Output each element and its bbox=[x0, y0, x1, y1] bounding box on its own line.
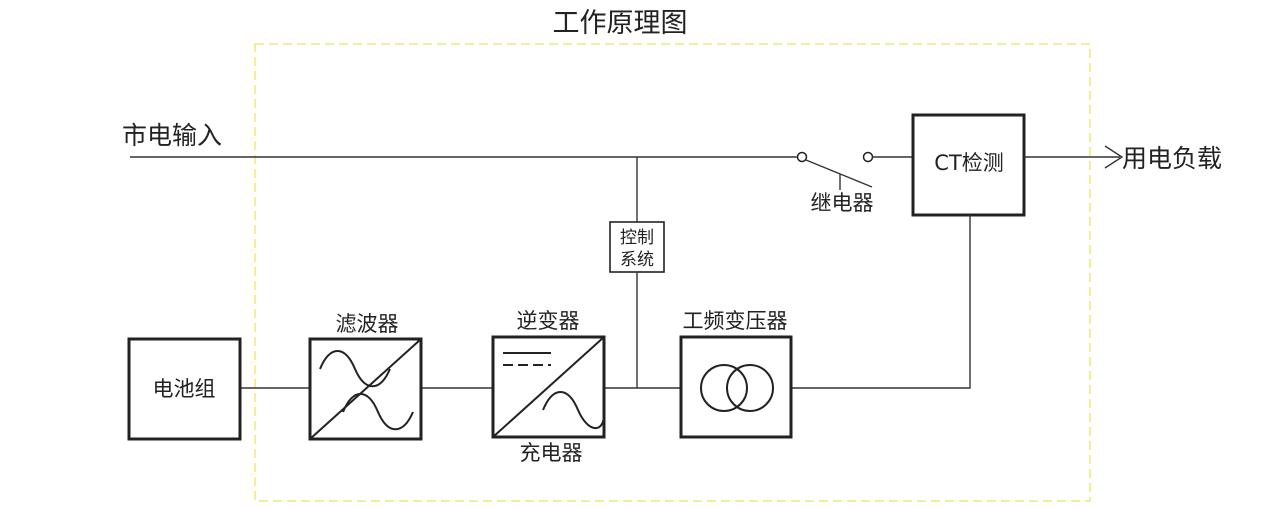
filter-diagonal bbox=[309, 338, 422, 440]
inverter-ac-wave-icon bbox=[542, 391, 605, 429]
battery-box bbox=[127, 337, 242, 441]
load-output-label: 用电负载 bbox=[1122, 144, 1222, 173]
inverter-label: 逆变器 bbox=[517, 309, 580, 333]
diagram-title: 工作原理图 bbox=[553, 8, 688, 39]
relay-label: 继电器 bbox=[811, 191, 874, 215]
filter-ac-wave-top-icon bbox=[319, 350, 391, 388]
inverter-diagonal bbox=[492, 336, 605, 438]
output-arrowhead bbox=[1104, 145, 1124, 169]
ct-detection-label: CT检测 bbox=[934, 151, 1004, 175]
ct-detection-box bbox=[911, 113, 1026, 217]
charger-label: 充电器 bbox=[520, 441, 583, 465]
relay-contact-left bbox=[796, 151, 808, 163]
transformer-box bbox=[679, 335, 793, 439]
control-system-label-1: 控制 bbox=[620, 228, 654, 248]
transformer-to-ct-line bbox=[791, 215, 971, 389]
relay-contact-right bbox=[862, 151, 874, 163]
relay-switch-arm bbox=[805, 159, 873, 188]
mains-input-label: 市电输入 bbox=[122, 121, 222, 150]
control-system-label-2: 系统 bbox=[620, 250, 654, 270]
transformer-label: 工频变压器 bbox=[683, 309, 788, 333]
filter-ac-wave-bottom-icon bbox=[342, 393, 414, 431]
transformer-primary-coil-icon bbox=[700, 364, 748, 412]
filter-label: 滤波器 bbox=[336, 312, 399, 336]
control-system-box bbox=[609, 221, 665, 273]
transformer-secondary-coil-icon bbox=[726, 364, 774, 412]
battery-label: 电池组 bbox=[153, 377, 216, 401]
system-boundary bbox=[254, 43, 1091, 502]
